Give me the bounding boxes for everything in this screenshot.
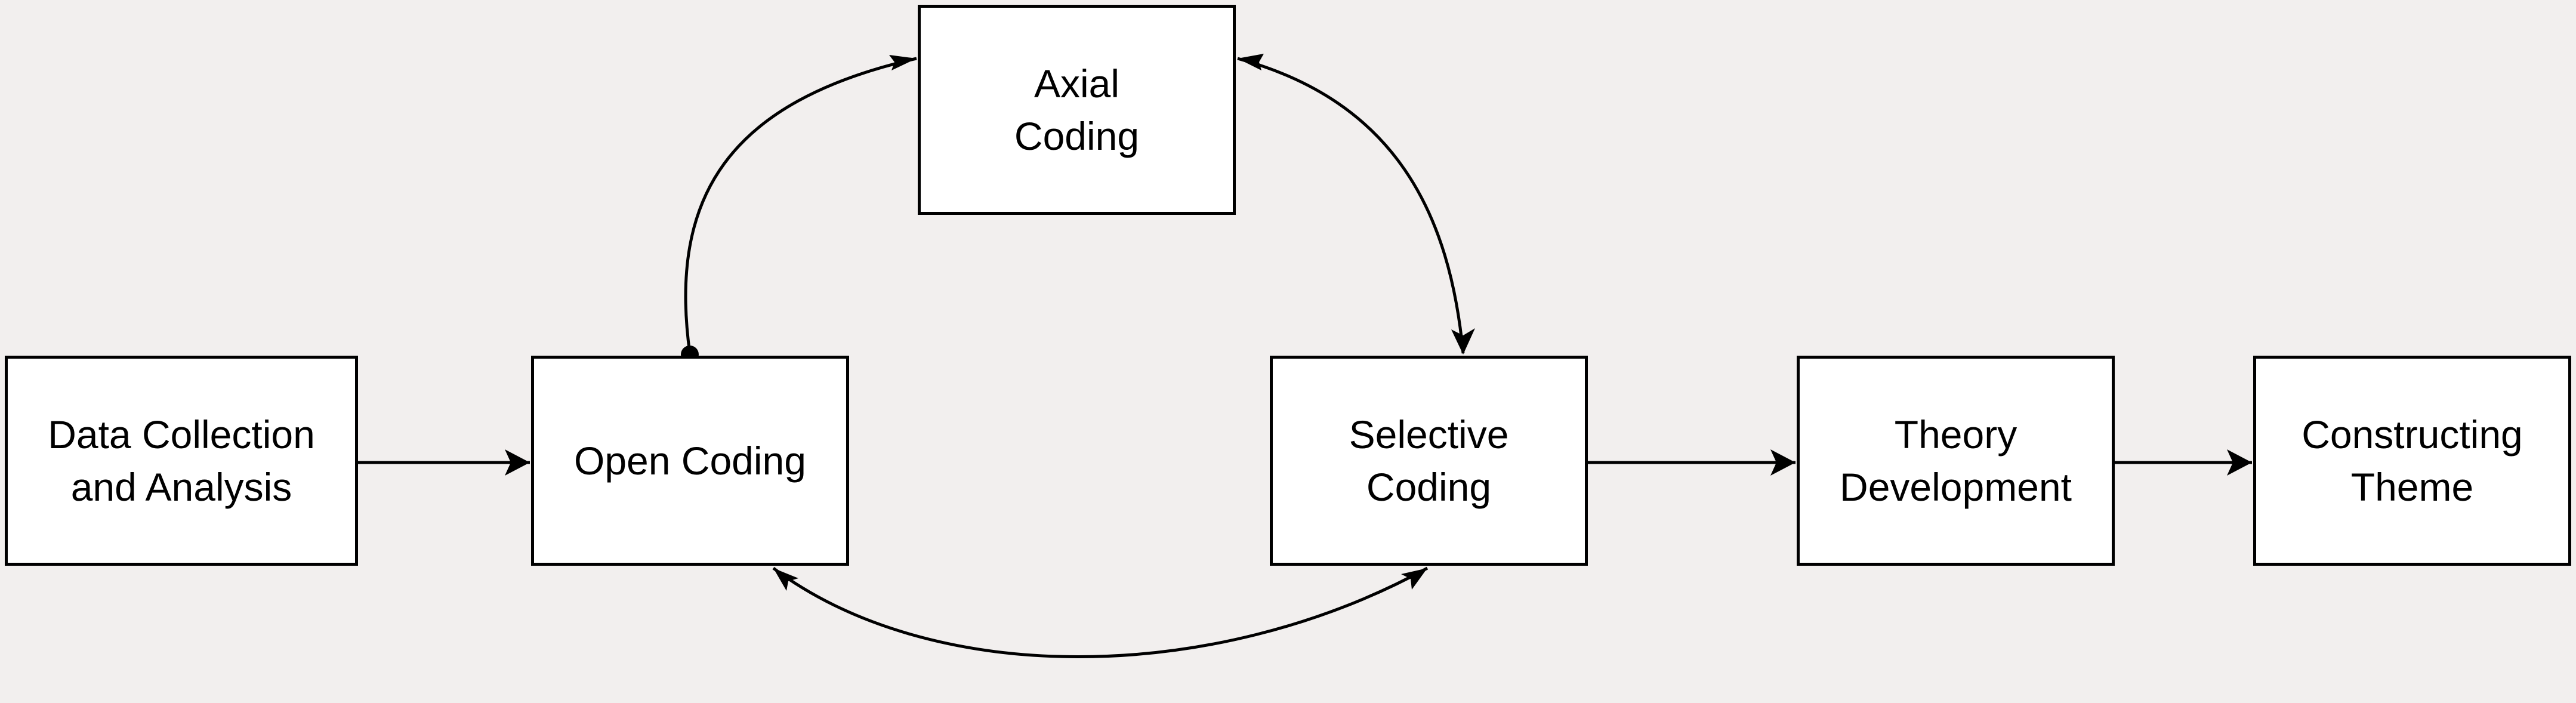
node-label-constructing-theme: Constructing Theme <box>2302 412 2523 509</box>
edge-selective-to-theory <box>1588 449 1796 476</box>
edge-data-to-open <box>358 449 530 476</box>
node-label-open-coding: Open Coding <box>574 439 806 483</box>
edge-theory-to-theme <box>2115 449 2252 476</box>
node-label-theory-development: Theory Development <box>1840 412 2072 509</box>
node-label-selective-coding: Selective Coding <box>1349 412 1509 509</box>
node-constructing-theme: Constructing Theme <box>2253 356 2571 566</box>
node-axial-coding: Axial Coding <box>918 5 1236 215</box>
node-theory-development: Theory Development <box>1797 356 2115 566</box>
node-selective-coding: Selective Coding <box>1270 356 1588 566</box>
node-data-collection: Data Collection and Analysis <box>5 356 358 566</box>
edge-open-axial <box>681 55 917 363</box>
node-open-coding: Open Coding <box>531 356 849 566</box>
node-label-axial-coding: Axial Coding <box>1014 61 1140 158</box>
node-label-data-collection: Data Collection and Analysis <box>48 412 315 509</box>
edge-open-selective <box>772 566 1429 658</box>
edge-axial-selective <box>1237 54 1475 354</box>
